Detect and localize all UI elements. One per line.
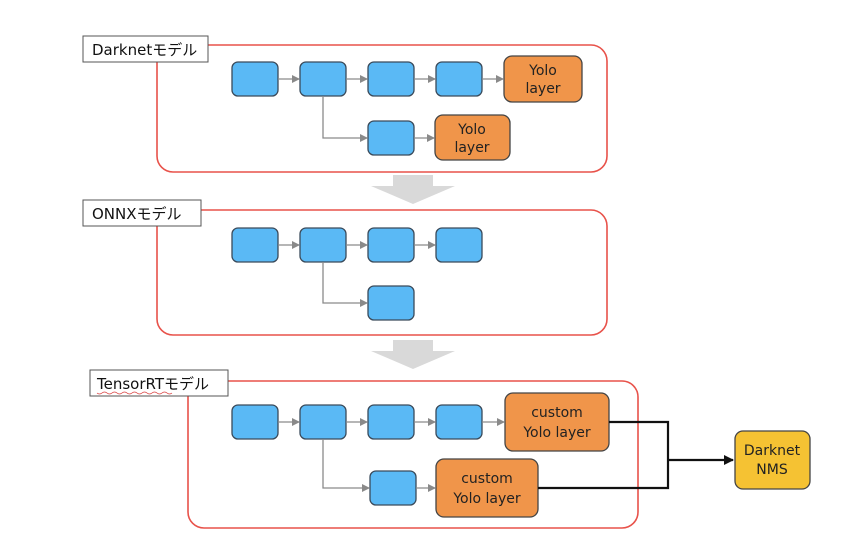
tensorrt-branch-arrow <box>322 439 370 492</box>
merge-line-bottom <box>538 460 670 490</box>
darknet-yolo-top-line2: layer <box>525 81 560 97</box>
onnx-layer-branch <box>367 285 415 321</box>
darknet-yolo-layer-top <box>503 55 583 103</box>
onnx-frame <box>156 209 608 336</box>
darknet-nms-node <box>734 430 811 490</box>
custom-yolo-bottom-line1: custom <box>461 471 513 487</box>
tensorrt-custom-yolo-top <box>504 392 610 452</box>
darknet-branch-arrow <box>322 96 368 142</box>
merge-line-top <box>609 420 670 460</box>
tensorrt-layer-4 <box>435 404 483 440</box>
convert-arrow-2 <box>371 340 455 369</box>
onnx-layer-3 <box>367 227 415 263</box>
darknet-layer-3 <box>367 61 415 97</box>
darknet-label-box <box>82 35 209 63</box>
tensorrt-layer-branch <box>369 470 417 506</box>
tensorrt-section: TensorRTモデル custom Yolo layer custom Yol… <box>89 369 639 529</box>
darknet-layer-4 <box>435 61 483 97</box>
darknet-yolo-bottom-line1: Yolo <box>457 122 486 138</box>
onnx-label: ONNXモデル <box>92 205 182 223</box>
tensorrt-layer-1 <box>231 404 279 440</box>
convert-arrow-1 <box>371 175 455 204</box>
darknet-yolo-bottom-line2: layer <box>454 140 489 156</box>
darknet-section: Darknetモデル Yolo layer Yolo layer <box>82 35 608 173</box>
darknet-layer-branch <box>367 120 415 156</box>
darknet-label: Darknetモデル <box>92 41 197 59</box>
tensorrt-layer-2 <box>299 404 347 440</box>
tensorrt-label-box <box>89 369 229 397</box>
spellcheck-underline <box>96 391 173 395</box>
darknet-nms-line1: Darknet <box>744 443 801 459</box>
onnx-layer-2 <box>299 227 347 263</box>
darknet-layer-2 <box>299 61 347 97</box>
darknet-yolo-top-line1: Yolo <box>528 63 557 79</box>
darknet-nms-line2: NMS <box>756 462 788 478</box>
tensorrt-custom-yolo-bottom <box>435 458 539 518</box>
tensorrt-label: TensorRTモデル <box>96 375 209 393</box>
custom-yolo-bottom-line2: Yolo layer <box>452 491 521 507</box>
custom-yolo-top-line1: custom <box>531 405 583 421</box>
onnx-branch-arrow <box>322 262 368 307</box>
darknet-yolo-layer-bottom <box>434 114 511 161</box>
onnx-layer-1 <box>231 227 279 263</box>
tensorrt-frame <box>187 380 639 529</box>
tensorrt-layer-3 <box>367 404 415 440</box>
onnx-layer-4 <box>435 227 483 263</box>
onnx-label-box <box>82 199 202 227</box>
darknet-layer-1 <box>231 61 279 97</box>
custom-yolo-top-line2: Yolo layer <box>522 425 591 441</box>
onnx-section: ONNXモデル <box>82 199 608 336</box>
darknet-frame <box>156 44 608 173</box>
